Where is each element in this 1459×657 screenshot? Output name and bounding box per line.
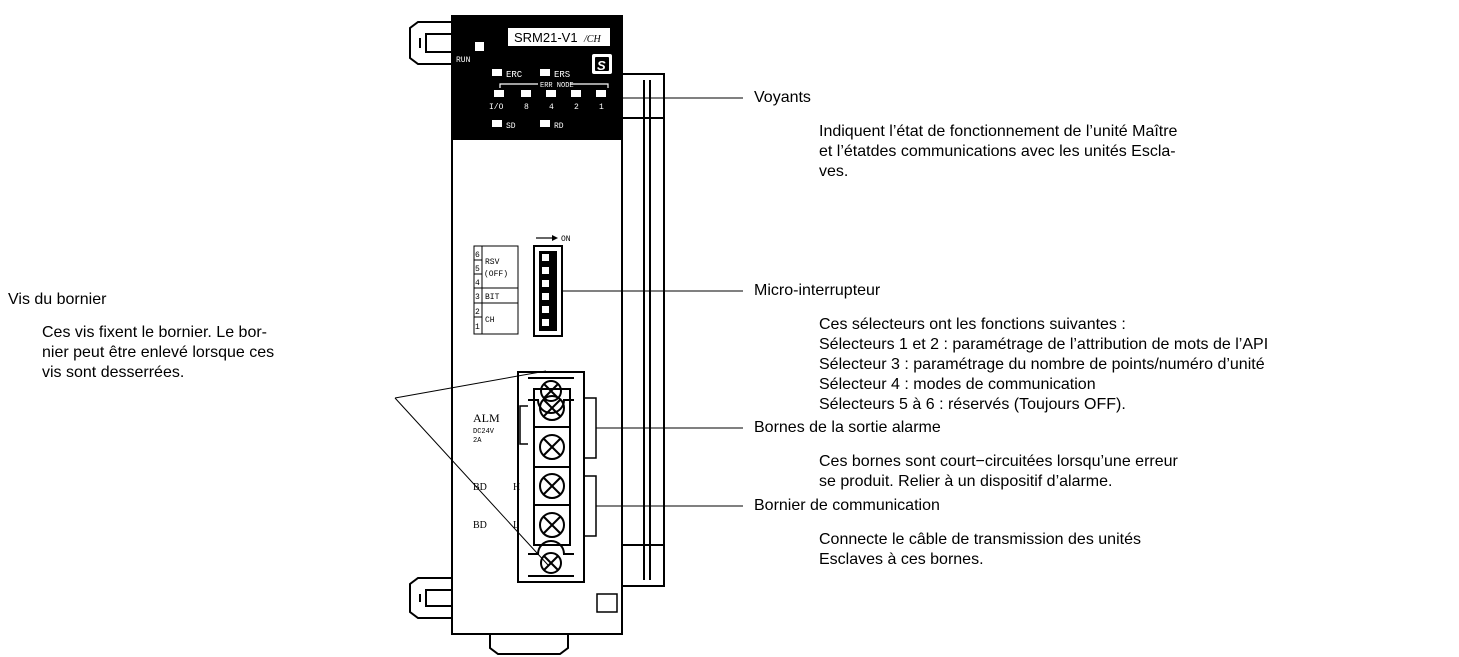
dip-off-label: (OFF) <box>484 270 508 279</box>
node4-led <box>546 90 556 97</box>
callout-vis-line-2: nier peut être enlevé lorsque ces <box>42 344 275 361</box>
io-led-label: I/O <box>489 103 504 112</box>
dip-num-3: 3 <box>475 293 480 302</box>
node4-label: 4 <box>549 103 554 112</box>
dip-num-1: 1 <box>475 323 480 332</box>
bdh-h-label: H <box>513 482 520 493</box>
bottom-connector <box>489 634 569 655</box>
callout-alarme-line-2: se produit. Relier à un dispositif d’ala… <box>819 473 1113 490</box>
model-suffix: /CH <box>583 34 601 45</box>
rd-led-label: RD <box>554 122 564 131</box>
dip-ch-label: CH <box>485 316 495 325</box>
dip-switch-levers <box>542 254 549 326</box>
err-node-bracket <box>499 83 609 88</box>
dip-bit-label: BIT <box>485 293 500 302</box>
err-node-label: ERR NODE <box>540 82 574 90</box>
top-clip <box>409 21 452 65</box>
ers-led-label: ERS <box>554 70 570 80</box>
callout-micro-line-4: Sélecteur 4 : modes de communication <box>819 376 1096 393</box>
dip-num-6: 6 <box>475 251 480 260</box>
model-label: SRM21-V1 <box>514 30 578 45</box>
callout-voyants-title: Voyants <box>754 89 811 106</box>
callout-bornier-line-2: Esclaves à ces bornes. <box>819 551 984 568</box>
sd-led <box>492 120 502 127</box>
erc-led-label: ERC <box>506 70 523 80</box>
callout-voyants-line-1: Indiquent l’état de fonctionnement de l’… <box>819 123 1178 140</box>
run-led-label: RUN <box>456 56 471 65</box>
on-arrow-icon <box>536 235 558 241</box>
alm-label: ALM <box>473 411 500 425</box>
callout-alarme-title: Bornes de la sortie alarme <box>754 419 941 436</box>
dip-rsv-label: RSV <box>485 258 500 267</box>
dip-on-label: ON <box>561 235 571 244</box>
callout-vis-line-3: vis sont desserrées. <box>42 364 185 381</box>
terminal-block[interactable] <box>517 371 585 583</box>
node8-led <box>521 90 531 97</box>
node1-label: 1 <box>599 103 604 112</box>
io-led <box>494 90 504 97</box>
logo-letter: S <box>597 58 606 73</box>
callout-vis-line-1: Ces vis fixent le bornier. Le bor- <box>42 324 267 341</box>
dip-num-4: 4 <box>475 279 480 288</box>
node2-led <box>571 90 581 97</box>
leader-lines <box>394 97 743 566</box>
ers-led <box>540 69 550 76</box>
run-led <box>475 42 484 51</box>
dip-legend-table <box>473 245 519 335</box>
bdh-bd-label: BD <box>473 482 487 493</box>
callout-voyants-line-2: et l’étatdes communications avec les uni… <box>819 143 1176 160</box>
callout-micro-line-3: Sélecteur 3 : paramétrage du nombre de p… <box>819 356 1265 373</box>
bottom-clip <box>409 577 452 619</box>
node8-label: 8 <box>524 103 529 112</box>
rd-led <box>540 120 550 127</box>
callout-voyants-line-3: ves. <box>819 163 849 180</box>
side-rail <box>619 73 665 587</box>
callout-micro-line-1: Ces sélecteurs ont les fonctions suivant… <box>819 316 1126 333</box>
callout-micro-line-2: Sélecteurs 1 et 2 : paramétrage de l’att… <box>819 336 1269 353</box>
callout-bornier-title: Bornier de communication <box>754 497 940 514</box>
dip-num-2: 2 <box>475 308 480 317</box>
callout-micro-title: Micro-interrupteur <box>754 282 881 299</box>
model-label-box <box>508 28 610 46</box>
alm-left-bracket <box>519 405 528 445</box>
bdl-l-label: L <box>513 520 519 531</box>
erc-led <box>492 69 502 76</box>
bottom-fixing-screw <box>528 540 574 577</box>
node1-led <box>596 90 606 97</box>
node2-label: 2 <box>574 103 579 112</box>
callout-vis-title: Vis du bornier <box>8 291 107 308</box>
dc24v-label: DC24V <box>473 428 495 436</box>
callout-micro-line-5: Sélecteurs 5 à 6 : réservés (Toujours OF… <box>819 396 1126 413</box>
sd-led-label: SD <box>506 122 516 131</box>
terminal-screw-bdl <box>533 504 571 546</box>
bottom-indicator-square <box>596 593 618 613</box>
amp-label: 2A <box>473 437 482 445</box>
callout-bornier-line-1: Connecte le câble de transmission des un… <box>819 531 1141 548</box>
callout-alarme-line-1: Ces bornes sont court−circuitées lorsqu’… <box>819 453 1178 470</box>
bdl-bd-label: BD <box>473 520 487 531</box>
dip-num-5: 5 <box>475 265 480 274</box>
